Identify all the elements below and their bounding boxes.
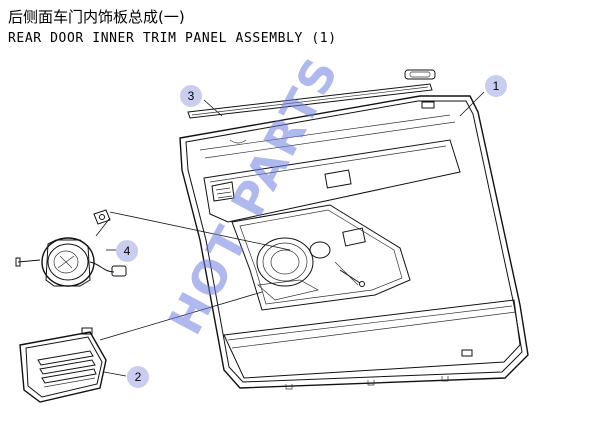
svg-text:1: 1 (493, 79, 500, 93)
grille-part-2 (19, 327, 107, 403)
door-trim-panel-part-1 (179, 95, 529, 390)
leader-lines (95, 91, 485, 377)
callout-1: 1 (485, 75, 507, 97)
svg-text:4: 4 (124, 244, 131, 258)
svg-text:3: 3 (188, 89, 195, 103)
callout-4: 4 (116, 240, 138, 262)
retainer-clip (93, 209, 111, 225)
callout-2: 2 (127, 366, 149, 388)
callout-3: 3 (180, 85, 202, 107)
diagram-title-english: REAR DOOR INNER TRIM PANEL ASSEMBLY (1) (8, 31, 337, 46)
diagram-title-chinese: 后侧面车门内饰板总成(一) (8, 8, 185, 26)
svg-text:2: 2 (135, 370, 142, 384)
speaker-part-4 (15, 237, 127, 287)
weatherstrip-part-3 (187, 83, 433, 119)
clip-top-right (404, 69, 436, 80)
